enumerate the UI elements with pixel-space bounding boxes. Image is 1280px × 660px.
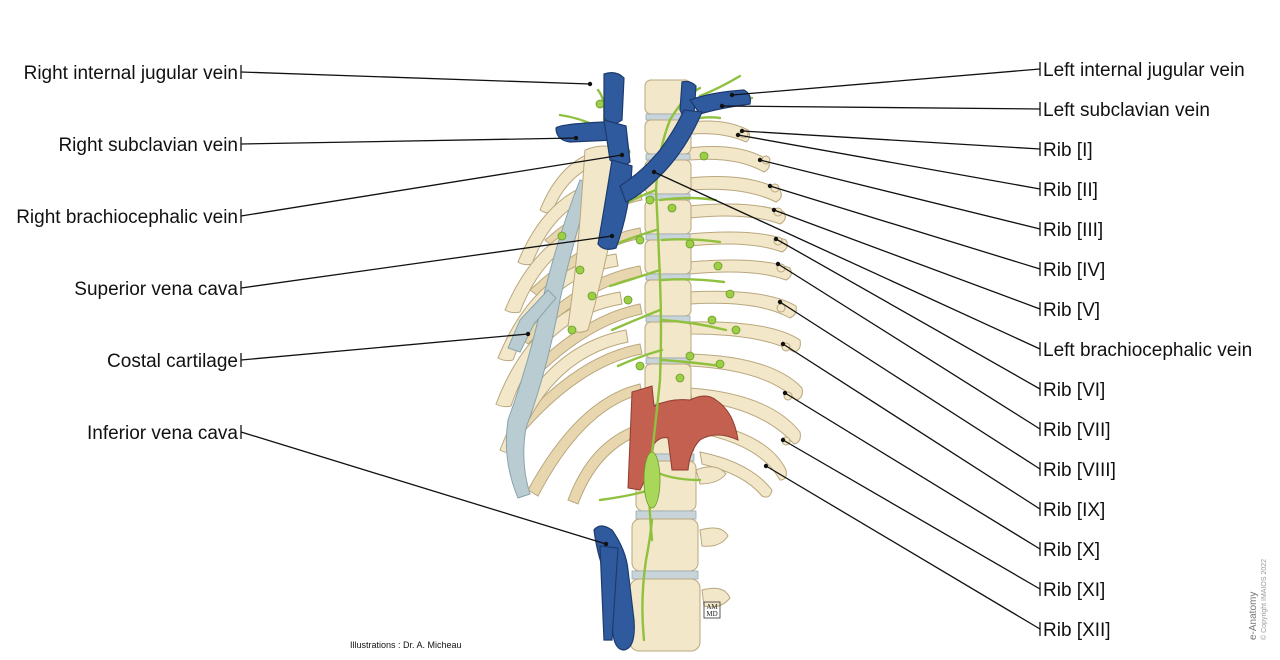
artist-monogram: AM MD — [703, 601, 721, 619]
leader-dot-left-brachiocephalic-vein — [651, 169, 657, 175]
leader-dot-rib-11 — [780, 437, 786, 443]
label-left-internal-jugular-vein: Left internal jugular vein — [729, 60, 1245, 98]
leader-line-rib-9 — [782, 343, 1041, 510]
label-text-rib-6: Rib [VI] — [1043, 380, 1105, 401]
label-superior-vena-cava: Superior vena cava — [74, 233, 615, 300]
leader-dot-rib-10 — [782, 390, 788, 396]
label-right-internal-jugular-vein: Right internal jugular vein — [24, 63, 593, 87]
leader-dot-right-brachiocephalic-vein — [619, 152, 625, 158]
leader-dot-rib-4 — [767, 183, 773, 189]
label-costal-cartilage: Costal cartilage — [107, 331, 531, 372]
label-rib-11: Rib [XI] — [780, 437, 1105, 601]
label-rib-3: Rib [III] — [757, 157, 1103, 241]
label-left-subclavian-vein: Left subclavian vein — [719, 100, 1210, 121]
label-rib-8: Rib [VIII] — [777, 299, 1116, 481]
label-text-rib-7: Rib [VII] — [1043, 420, 1111, 441]
label-rib-9: Rib [IX] — [780, 341, 1105, 521]
leader-line-rib-11 — [782, 439, 1041, 590]
label-text-rib-3: Rib [III] — [1043, 220, 1103, 241]
leader-dot-inferior-vena-cava — [603, 541, 609, 547]
label-text-rib-11: Rib [XI] — [1043, 580, 1105, 601]
leader-line-left-subclavian-vein — [721, 105, 1041, 110]
leader-line-rib-2 — [737, 134, 1041, 190]
leader-line-rib-6 — [775, 238, 1041, 390]
monogram-top: AM — [706, 603, 718, 611]
leader-dot-rib-3 — [757, 157, 763, 163]
label-rib-4: Rib [IV] — [767, 183, 1105, 281]
leader-line-rib-3 — [759, 159, 1041, 230]
label-text-rib-4: Rib [IV] — [1043, 260, 1105, 281]
leader-dot-superior-vena-cava — [609, 233, 615, 239]
label-text-right-subclavian-vein: Right subclavian vein — [58, 135, 238, 156]
leader-line-left-internal-jugular-vein — [731, 68, 1041, 96]
leader-dot-rib-6 — [773, 236, 779, 242]
label-text-rib-5: Rib [V] — [1043, 300, 1100, 321]
label-text-inferior-vena-cava: Inferior vena cava — [87, 423, 238, 444]
leader-line-rib-12 — [765, 465, 1041, 630]
illustration-credit: Illustrations : Dr. A. Micheau — [350, 640, 462, 650]
label-text-left-subclavian-vein: Left subclavian vein — [1043, 100, 1210, 121]
leader-line-rib-4 — [769, 185, 1041, 270]
venous-system — [555, 72, 751, 651]
monogram-bottom: MD — [706, 610, 717, 618]
leader-line-right-subclavian-vein — [240, 137, 577, 145]
label-rib-6: Rib [VI] — [773, 236, 1105, 401]
label-text-rib-9: Rib [IX] — [1043, 500, 1105, 521]
label-text-right-brachiocephalic-vein: Right brachiocephalic vein — [16, 207, 238, 228]
leader-dot-left-subclavian-vein — [719, 103, 725, 109]
label-rib-7: Rib [VII] — [775, 261, 1111, 441]
label-text-rib-2: Rib [II] — [1043, 180, 1098, 201]
leader-dot-rib-7 — [775, 261, 781, 267]
leader-dot-right-internal-jugular-vein — [587, 81, 593, 87]
label-text-left-internal-jugular-vein: Left internal jugular vein — [1043, 60, 1245, 81]
label-inferior-vena-cava: Inferior vena cava — [87, 423, 609, 547]
label-rib-2: Rib [II] — [735, 132, 1098, 201]
label-text-rib-8: Rib [VIII] — [1043, 460, 1116, 481]
label-right-subclavian-vein: Right subclavian vein — [58, 135, 579, 156]
label-rib-5: Rib [V] — [771, 207, 1100, 321]
leader-dot-rib-9 — [780, 341, 786, 347]
copyright-text: © Copyright IMAIOS 2022 — [1260, 559, 1268, 640]
label-text-left-brachiocephalic-vein: Left brachiocephalic vein — [1043, 340, 1252, 361]
label-rib-12: Rib [XII] — [763, 463, 1111, 641]
leader-line-right-brachiocephalic-vein — [240, 154, 623, 217]
label-text-costal-cartilage: Costal cartilage — [107, 351, 238, 372]
leader-line-superior-vena-cava — [240, 235, 613, 289]
leader-line-rib-10 — [784, 392, 1041, 550]
label-text-right-internal-jugular-vein: Right internal jugular vein — [24, 63, 238, 84]
leader-line-rib-1 — [741, 130, 1041, 150]
leader-dot-rib-12 — [763, 463, 769, 469]
label-text-rib-1: Rib [I] — [1043, 140, 1093, 161]
leader-line-rib-8 — [779, 301, 1041, 470]
vertebral-column — [629, 79, 731, 652]
leader-dot-rib-8 — [777, 299, 783, 305]
leader-dot-rib-2 — [735, 132, 741, 138]
label-rib-1: Rib [I] — [739, 128, 1093, 161]
label-text-rib-10: Rib [X] — [1043, 540, 1100, 561]
leader-dot-costal-cartilage — [525, 331, 531, 337]
label-text-superior-vena-cava: Superior vena cava — [74, 279, 238, 300]
leader-dot-rib-5 — [771, 207, 777, 213]
label-text-rib-12: Rib [XII] — [1043, 620, 1111, 641]
leader-line-rib-5 — [773, 209, 1041, 310]
leader-line-costal-cartilage — [240, 333, 529, 361]
leader-dot-right-subclavian-vein — [573, 135, 579, 141]
thorax-illustration: AM MD — [495, 72, 803, 652]
leader-dot-left-internal-jugular-vein — [729, 92, 735, 98]
leader-line-left-brachiocephalic-vein — [653, 171, 1041, 350]
costal-cartilage-shape — [505, 179, 593, 499]
label-rib-10: Rib [X] — [782, 390, 1100, 561]
brand-watermark: e-Anatomy © Copyright IMAIOS 2022 — [1248, 559, 1268, 640]
label-right-brachiocephalic-vein: Right brachiocephalic vein — [16, 152, 625, 228]
leader-line-inferior-vena-cava — [240, 431, 607, 545]
brand-name: e-Anatomy — [1248, 592, 1259, 640]
leader-line-rib-7 — [777, 263, 1041, 430]
leader-dot-rib-1 — [739, 128, 745, 134]
label-left-brachiocephalic-vein: Left brachiocephalic vein — [651, 169, 1252, 361]
leader-line-right-internal-jugular-vein — [240, 71, 591, 85]
